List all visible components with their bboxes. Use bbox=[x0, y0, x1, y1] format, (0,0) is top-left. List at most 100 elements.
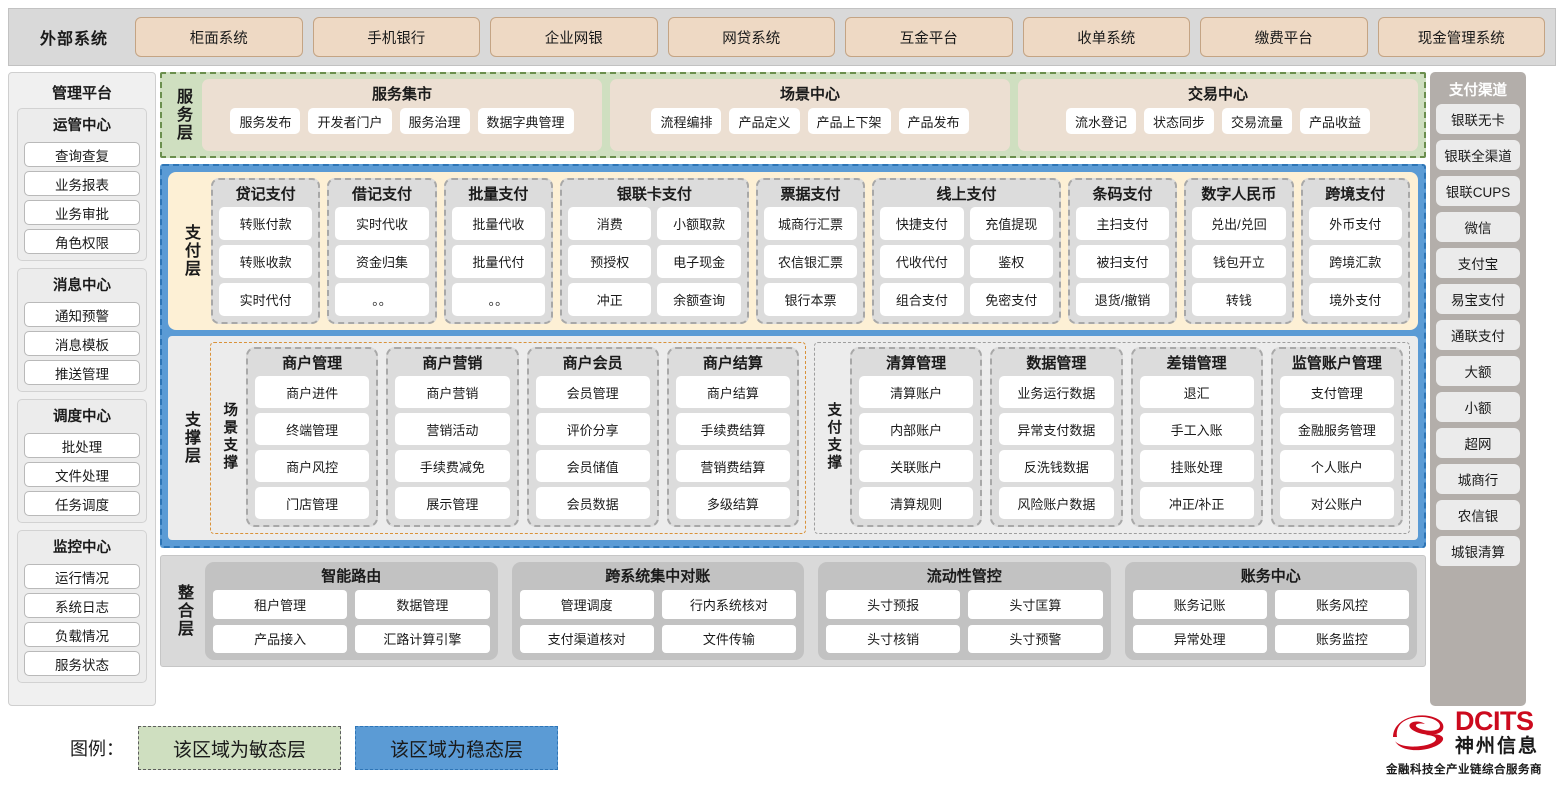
support-item[interactable]: 关联账户 bbox=[859, 450, 974, 482]
external-system-item[interactable]: 网贷系统 bbox=[667, 17, 835, 57]
support-item[interactable]: 会员管理 bbox=[535, 376, 650, 408]
payment-channel-item[interactable]: 银联无卡 bbox=[1436, 104, 1520, 134]
payment-item[interactable]: 主扫支付 bbox=[1075, 207, 1170, 240]
integration-item[interactable]: 产品接入 bbox=[213, 624, 348, 653]
payment-item[interactable]: 城商行汇票 bbox=[763, 207, 858, 240]
payment-item[interactable]: 代收代付 bbox=[880, 245, 964, 278]
payment-item[interactable]: 余额查询 bbox=[657, 283, 741, 316]
service-item[interactable]: 流水登记 bbox=[1065, 108, 1136, 134]
integration-item[interactable]: 异常处理 bbox=[1132, 624, 1267, 653]
external-system-item[interactable]: 互金平台 bbox=[845, 17, 1013, 57]
payment-item[interactable]: 钱包开立 bbox=[1192, 245, 1286, 278]
integration-item[interactable]: 账务风控 bbox=[1274, 590, 1409, 619]
payment-item[interactable]: 境外支付 bbox=[1308, 283, 1402, 316]
support-item[interactable]: 挂账处理 bbox=[1139, 450, 1254, 482]
payment-item[interactable]: 被扫支付 bbox=[1075, 245, 1170, 278]
support-item[interactable]: 会员数据 bbox=[535, 487, 650, 519]
support-item[interactable]: 多级结算 bbox=[675, 487, 790, 519]
support-item[interactable]: 手工入账 bbox=[1139, 413, 1254, 445]
support-item[interactable]: 金融服务管理 bbox=[1279, 413, 1394, 445]
management-item[interactable]: 查询查复 bbox=[24, 142, 140, 167]
support-item[interactable]: 门店管理 bbox=[255, 487, 370, 519]
service-item[interactable]: 产品收益 bbox=[1300, 108, 1371, 134]
payment-channel-item[interactable]: 通联支付 bbox=[1436, 320, 1520, 350]
external-system-item[interactable]: 手机银行 bbox=[312, 17, 480, 57]
payment-item[interactable]: 批量代付 bbox=[451, 245, 546, 278]
support-item[interactable]: 手续费减免 bbox=[395, 450, 510, 482]
support-item[interactable]: 清算规则 bbox=[859, 487, 974, 519]
integration-item[interactable]: 支付渠道核对 bbox=[519, 624, 654, 653]
service-item[interactable]: 产品定义 bbox=[729, 108, 800, 134]
service-item[interactable]: 服务发布 bbox=[230, 108, 301, 134]
payment-item[interactable]: 鉴权 bbox=[969, 245, 1053, 278]
payment-item[interactable]: 转钱 bbox=[1192, 283, 1286, 316]
management-item[interactable]: 服务状态 bbox=[24, 651, 140, 676]
service-item[interactable]: 产品上下架 bbox=[807, 108, 891, 134]
service-item[interactable]: 开发者门户 bbox=[308, 108, 392, 134]
service-item[interactable]: 状态同步 bbox=[1143, 108, 1214, 134]
payment-item[interactable]: 冲正 bbox=[568, 283, 652, 316]
support-item[interactable]: 营销活动 bbox=[395, 413, 510, 445]
payment-item[interactable]: 农信银汇票 bbox=[763, 245, 858, 278]
support-item[interactable]: 评价分享 bbox=[535, 413, 650, 445]
management-item[interactable]: 运行情况 bbox=[24, 564, 140, 589]
support-item[interactable]: 清算账户 bbox=[859, 376, 974, 408]
management-item[interactable]: 业务报表 bbox=[24, 171, 140, 196]
integration-item[interactable]: 头寸匡算 bbox=[968, 590, 1103, 619]
payment-channel-item[interactable]: 大额 bbox=[1436, 356, 1520, 386]
payment-item[interactable]: 消费 bbox=[568, 207, 652, 240]
external-system-item[interactable]: 现金管理系统 bbox=[1377, 17, 1545, 57]
support-item[interactable]: 业务运行数据 bbox=[999, 376, 1114, 408]
support-item[interactable]: 手续费结算 bbox=[675, 413, 790, 445]
integration-item[interactable]: 管理调度 bbox=[519, 590, 654, 619]
payment-item[interactable]: 组合支付 bbox=[880, 283, 964, 316]
management-item[interactable]: 文件处理 bbox=[24, 462, 140, 487]
management-item[interactable]: 任务调度 bbox=[24, 491, 140, 516]
integration-item[interactable]: 行内系统核对 bbox=[661, 590, 796, 619]
external-system-item[interactable]: 企业网银 bbox=[490, 17, 658, 57]
payment-channel-item[interactable]: 微信 bbox=[1436, 212, 1520, 242]
management-item[interactable]: 消息模板 bbox=[24, 331, 140, 356]
payment-channel-item[interactable]: 易宝支付 bbox=[1436, 284, 1520, 314]
payment-channel-item[interactable]: 小额 bbox=[1436, 392, 1520, 422]
payment-item[interactable]: 外币支付 bbox=[1308, 207, 1402, 240]
management-item[interactable]: 业务审批 bbox=[24, 200, 140, 225]
payment-item[interactable]: 充值提现 bbox=[969, 207, 1053, 240]
payment-item[interactable]: 跨境汇款 bbox=[1308, 245, 1402, 278]
integration-item[interactable]: 汇路计算引擎 bbox=[355, 624, 490, 653]
payment-item[interactable]: 退货/撤销 bbox=[1075, 283, 1170, 316]
integration-item[interactable]: 租户管理 bbox=[213, 590, 348, 619]
payment-channel-item[interactable]: 超网 bbox=[1436, 428, 1520, 458]
payment-item[interactable]: 实时代付 bbox=[219, 283, 313, 316]
management-item[interactable]: 负载情况 bbox=[24, 622, 140, 647]
payment-channel-item[interactable]: 银联全渠道 bbox=[1436, 140, 1520, 170]
support-item[interactable]: 商户进件 bbox=[255, 376, 370, 408]
support-item[interactable]: 会员储值 bbox=[535, 450, 650, 482]
payment-channel-item[interactable]: 支付宝 bbox=[1436, 248, 1520, 278]
integration-item[interactable]: 头寸预报 bbox=[826, 590, 961, 619]
service-item[interactable]: 服务治理 bbox=[399, 108, 470, 134]
management-item[interactable]: 推送管理 bbox=[24, 360, 140, 385]
payment-item[interactable]: 电子现金 bbox=[657, 245, 741, 278]
service-item[interactable]: 流程编排 bbox=[651, 108, 722, 134]
integration-item[interactable]: 账务记账 bbox=[1132, 590, 1267, 619]
support-item[interactable]: 反洗钱数据 bbox=[999, 450, 1114, 482]
payment-item[interactable]: 免密支付 bbox=[969, 283, 1053, 316]
payment-item[interactable]: 。。 bbox=[335, 283, 429, 316]
integration-item[interactable]: 头寸核销 bbox=[826, 624, 961, 653]
support-item[interactable]: 终端管理 bbox=[255, 413, 370, 445]
payment-item[interactable]: 。。 bbox=[451, 283, 546, 316]
service-item[interactable]: 数据字典管理 bbox=[477, 108, 574, 134]
support-item[interactable]: 内部账户 bbox=[859, 413, 974, 445]
service-item[interactable]: 交易流量 bbox=[1222, 108, 1293, 134]
payment-channel-item[interactable]: 城商行 bbox=[1436, 464, 1520, 494]
payment-item[interactable]: 快捷支付 bbox=[880, 207, 964, 240]
payment-item[interactable]: 预授权 bbox=[568, 245, 652, 278]
integration-item[interactable]: 文件传输 bbox=[661, 624, 796, 653]
external-system-item[interactable]: 柜面系统 bbox=[135, 17, 303, 57]
support-item[interactable]: 风险账户数据 bbox=[999, 487, 1114, 519]
management-item[interactable]: 通知预警 bbox=[24, 302, 140, 327]
support-item[interactable]: 支付管理 bbox=[1279, 376, 1394, 408]
support-item[interactable]: 退汇 bbox=[1139, 376, 1254, 408]
support-item[interactable]: 个人账户 bbox=[1279, 450, 1394, 482]
